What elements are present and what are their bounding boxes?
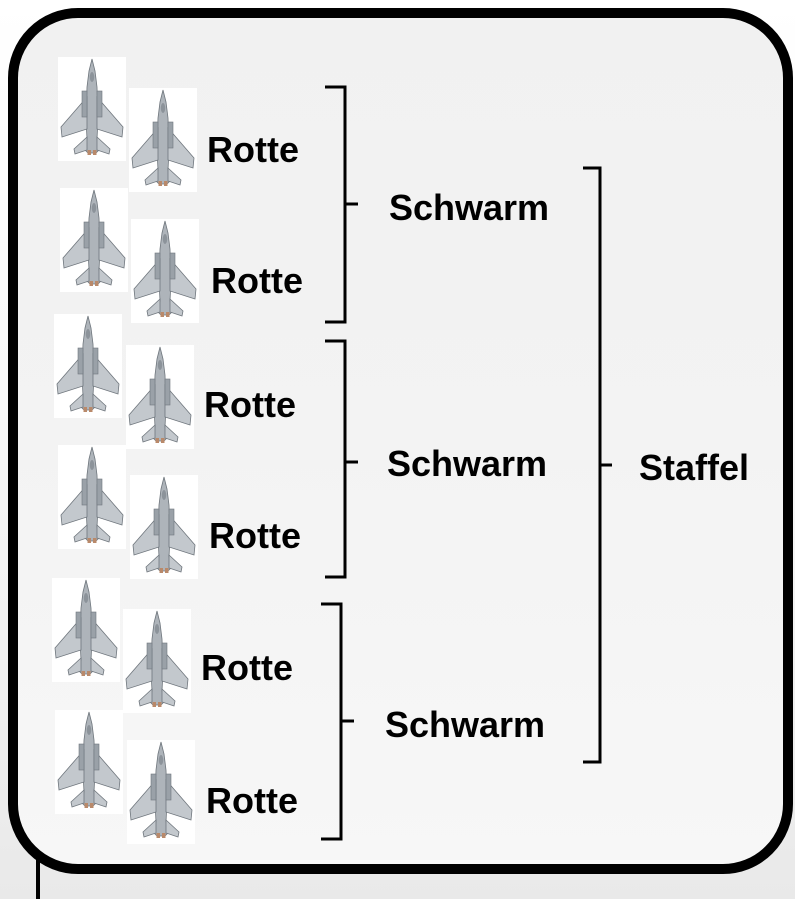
- label-rotte: Rotte: [209, 515, 301, 556]
- fighter-jet-icon: [54, 314, 122, 418]
- fighter-jet-icon: [58, 57, 126, 161]
- stray-line: [36, 852, 40, 899]
- fighter-jet-icon: [127, 740, 195, 844]
- fighter-jet-icon: [130, 475, 198, 579]
- bracket-staffel: [583, 166, 612, 764]
- label-rotte: Rotte: [211, 260, 303, 301]
- fighter-jet-icon: [131, 219, 199, 323]
- fighter-jet-icon: [55, 710, 123, 814]
- label-schwarm: Schwarm: [385, 704, 546, 745]
- bracket-schwarm-1: [325, 85, 358, 324]
- fighter-jet-icon: [58, 445, 126, 549]
- label-rotte: Rotte: [201, 647, 293, 688]
- bracket-schwarm-2: [325, 339, 358, 579]
- fighter-jet-icon: [126, 345, 194, 449]
- label-schwarm: Schwarm: [389, 187, 550, 228]
- fighter-jet-icon: [123, 609, 191, 713]
- fighter-jet-icon: [52, 578, 120, 682]
- label-staffel: Staffel: [639, 447, 750, 488]
- label-rotte: Rotte: [206, 780, 298, 821]
- bracket-schwarm-3: [321, 602, 354, 841]
- fighter-jet-icon: [129, 88, 197, 192]
- label-schwarm: Schwarm: [387, 443, 548, 484]
- fighter-jet-icon: [60, 188, 128, 292]
- label-rotte: Rotte: [207, 129, 299, 170]
- label-rotte: Rotte: [204, 384, 296, 425]
